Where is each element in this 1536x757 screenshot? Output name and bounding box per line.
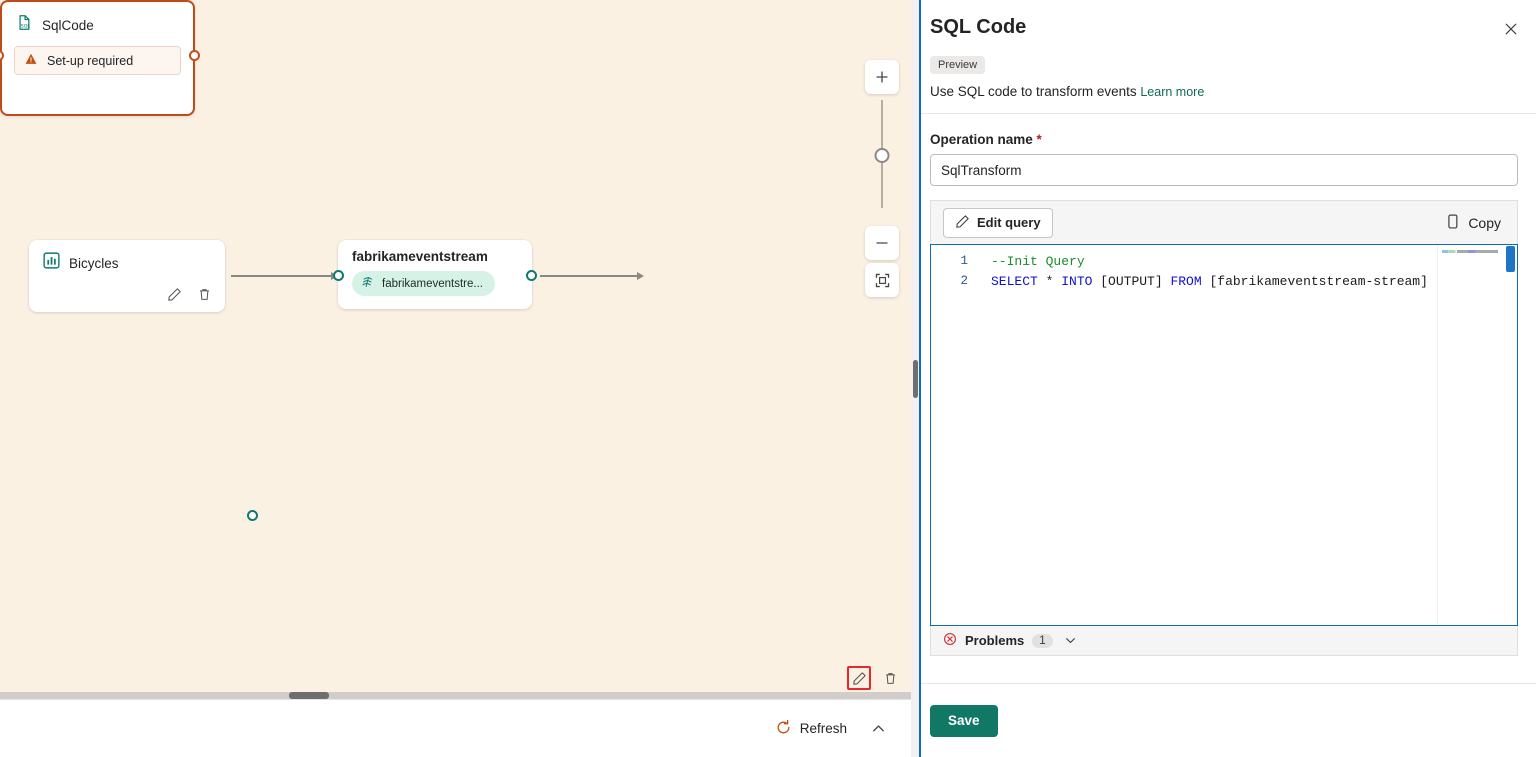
preview-badge: Preview bbox=[930, 56, 986, 74]
code-token: [OUTPUT] bbox=[1100, 273, 1171, 289]
code-token: [fabrikameventstream-stream] bbox=[1209, 273, 1428, 289]
minimap-line bbox=[1442, 250, 1498, 253]
code-token: INTO bbox=[1061, 273, 1101, 289]
svg-text:SQL: SQL bbox=[21, 23, 31, 29]
copy-label: Copy bbox=[1468, 214, 1501, 231]
panel-description-text: Use SQL code to transform events bbox=[930, 84, 1137, 99]
learn-more-link[interactable]: Learn more bbox=[1140, 85, 1205, 99]
status-badge: Set-up required bbox=[14, 46, 181, 75]
node-actions bbox=[847, 666, 901, 690]
pencil-icon[interactable] bbox=[163, 283, 185, 305]
operation-name-label-text: Operation name bbox=[930, 132, 1033, 147]
zoom-in-button[interactable] bbox=[865, 60, 899, 94]
flow-node-bicycles[interactable]: Bicycles bbox=[29, 240, 258, 521]
panel-header: SQL Code bbox=[921, 0, 1536, 39]
node-header: Bicycles bbox=[29, 240, 225, 274]
warning-triangle-icon bbox=[24, 52, 38, 69]
zoom-slider-track[interactable] bbox=[874, 100, 890, 208]
chevron-up-icon[interactable] bbox=[867, 718, 889, 740]
panel-body: Operation name * Edit query bbox=[921, 114, 1536, 683]
fit-to-screen-button[interactable] bbox=[865, 263, 899, 297]
bar-chart-icon bbox=[43, 252, 60, 274]
trash-icon[interactable] bbox=[879, 667, 901, 689]
panel-description: Use SQL code to transform events Learn m… bbox=[930, 84, 1518, 99]
scrollbar-thumb[interactable] bbox=[1506, 246, 1515, 272]
edit-query-label: Edit query bbox=[977, 215, 1041, 230]
pencil-icon[interactable] bbox=[847, 666, 871, 690]
panel-splitter[interactable] bbox=[911, 0, 919, 757]
code-token: --Init Query bbox=[991, 254, 1085, 269]
error-circle-icon bbox=[943, 632, 957, 649]
panel-footer: Save bbox=[921, 683, 1536, 757]
problems-bar[interactable]: Problems 1 bbox=[930, 626, 1518, 656]
close-icon[interactable] bbox=[1496, 14, 1526, 44]
copy-icon bbox=[1444, 213, 1461, 233]
code-token: SELECT bbox=[991, 273, 1046, 289]
canvas-surface[interactable]: Bicycles bbox=[0, 0, 911, 697]
refresh-button[interactable]: Refresh bbox=[775, 719, 847, 739]
canvas-horizontal-scrollbar[interactable] bbox=[0, 692, 911, 699]
trash-icon[interactable] bbox=[193, 283, 215, 305]
zoom-out-button[interactable] bbox=[865, 226, 899, 260]
node-actions bbox=[163, 283, 215, 305]
input-port[interactable] bbox=[333, 270, 344, 281]
edit-query-button[interactable]: Edit query bbox=[943, 207, 1053, 238]
problems-count: 1 bbox=[1032, 633, 1053, 648]
scrollbar-thumb[interactable] bbox=[289, 692, 329, 699]
node-header: fabrikameventstream bbox=[338, 240, 532, 264]
editor-toolbar: Edit query Copy bbox=[930, 200, 1518, 244]
editor-vertical-scrollbar[interactable] bbox=[1504, 245, 1517, 625]
edge-arrow-2 bbox=[637, 271, 644, 280]
save-button[interactable]: Save bbox=[930, 704, 998, 737]
refresh-icon bbox=[775, 719, 792, 739]
code-line[interactable]: --Init Query bbox=[991, 252, 1517, 272]
canvas-bottom-bar: Refresh bbox=[0, 699, 911, 757]
stream-chip-label: fabrikameventstre... bbox=[382, 277, 483, 290]
edge-bicycles-to-stream bbox=[231, 275, 335, 277]
node-title: SqlCode bbox=[42, 17, 94, 33]
zoom-controls[interactable] bbox=[864, 60, 900, 297]
input-port[interactable] bbox=[0, 50, 4, 61]
panel-accent-bar bbox=[919, 0, 922, 757]
operation-name-label: Operation name * bbox=[930, 132, 1518, 147]
code-line[interactable]: SELECT * INTO [OUTPUT] FROM [fabrikameve… bbox=[991, 272, 1517, 292]
code-token: FROM bbox=[1170, 273, 1210, 289]
node-title: fabrikameventstream bbox=[352, 249, 488, 264]
problems-label[interactable]: Problems bbox=[965, 633, 1025, 648]
line-number: 2 bbox=[960, 273, 968, 288]
stream-icon bbox=[361, 275, 375, 292]
chevron-down-icon[interactable] bbox=[1063, 633, 1078, 648]
flow-node-sqlcode[interactable]: SQL SqlCode Set-up required bbox=[0, 0, 895, 690]
status-badge-label: Set-up required bbox=[47, 53, 134, 68]
required-asterisk: * bbox=[1036, 132, 1042, 147]
node-title: Bicycles bbox=[69, 255, 119, 271]
output-port[interactable] bbox=[247, 510, 258, 521]
zoom-slider-thumb[interactable] bbox=[874, 148, 890, 163]
copy-button[interactable]: Copy bbox=[1440, 208, 1505, 238]
sql-code-panel: SQL Code Preview Use SQL code to transfo… bbox=[921, 0, 1536, 757]
line-number: 1 bbox=[960, 254, 968, 268]
output-port[interactable] bbox=[189, 50, 200, 61]
node-header: SQL SqlCode bbox=[2, 2, 193, 36]
sql-file-icon: SQL bbox=[16, 14, 33, 36]
flow-canvas[interactable]: Bicycles bbox=[0, 0, 911, 757]
splitter-handle[interactable] bbox=[913, 360, 918, 398]
code-token: * bbox=[1045, 273, 1062, 289]
flow-node-fabrikameventstream[interactable]: fabrikameventstream fabrikameventstre... bbox=[333, 240, 537, 309]
editor-minimap[interactable] bbox=[1437, 245, 1503, 625]
refresh-label: Refresh bbox=[799, 721, 847, 736]
output-port[interactable] bbox=[526, 270, 537, 281]
edge-stream-to-sqlcode bbox=[540, 275, 640, 277]
stream-chip[interactable]: fabrikameventstre... bbox=[352, 271, 495, 296]
operation-name-input[interactable] bbox=[930, 154, 1518, 186]
panel-subheader: Preview Use SQL code to transform events… bbox=[921, 39, 1536, 114]
pencil-icon bbox=[955, 214, 970, 232]
page-title: SQL Code bbox=[930, 16, 1027, 38]
